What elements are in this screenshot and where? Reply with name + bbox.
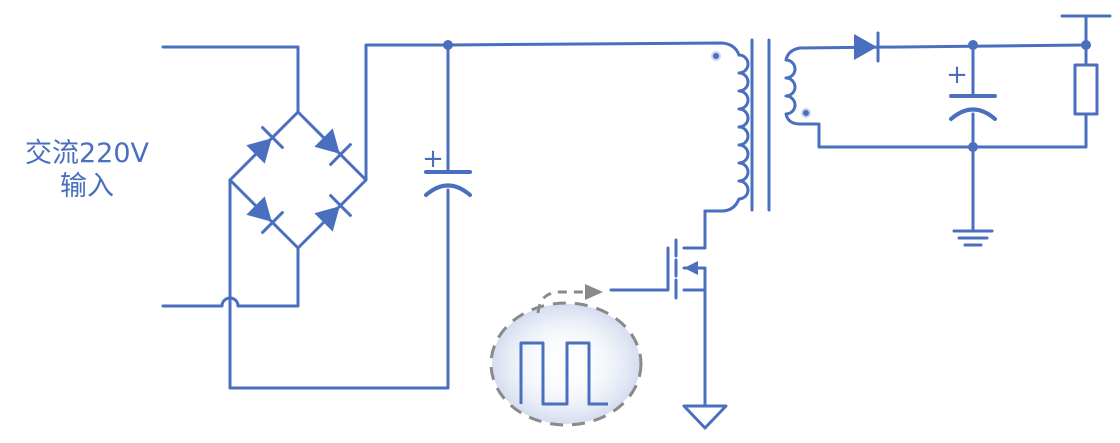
ac-input-label-line1: 交流220V — [24, 138, 149, 169]
output-capacitor: + — [946, 60, 997, 121]
junction-dot — [968, 40, 978, 50]
pwm-signal — [489, 284, 643, 427]
positive-rail-wire — [364, 43, 450, 182]
pwm-ellipse-outline — [489, 301, 643, 427]
ac-input-top-wire — [161, 45, 300, 114]
junction-dot — [968, 142, 978, 152]
secondary-polarity-dot — [801, 108, 811, 118]
diode-bottom-left — [246, 196, 284, 234]
pwm-waveform — [519, 341, 608, 406]
primary-ground — [682, 404, 728, 430]
secondary-return-wire — [798, 112, 1088, 149]
mosfet-arrow-icon — [684, 261, 698, 275]
diode-top-right — [314, 128, 352, 166]
transformer-core — [750, 38, 771, 212]
pwm-arrowhead-icon — [585, 284, 603, 300]
negative-rail-wire — [228, 178, 450, 390]
ac-input-label: 交流220V 输入 — [2, 137, 172, 203]
diode-top-left — [246, 126, 284, 164]
bridge-rectifier-frame — [228, 110, 368, 250]
secondary-winding — [784, 46, 802, 126]
load-resistor — [1073, 63, 1099, 116]
secondary-ground — [952, 229, 994, 247]
input-capacitor-plus: + — [422, 144, 444, 174]
output-capacitor-plus: + — [946, 60, 968, 90]
diode-bottom-right — [314, 194, 352, 232]
junction-dot — [443, 40, 453, 50]
ac-input-label-line2: 输入 — [60, 171, 114, 202]
primary-polarity-dot — [711, 51, 721, 61]
primary-feed-wire — [446, 41, 741, 57]
source-wire — [682, 266, 707, 408]
input-capacitor: + — [422, 144, 472, 197]
pwm-dashed-arrow-path — [536, 290, 586, 314]
bridge-diodes — [246, 126, 352, 234]
secondary-top-wire — [798, 43, 1088, 50]
output-diode — [854, 31, 880, 63]
gate-wire — [609, 246, 670, 292]
primary-winding — [703, 53, 750, 213]
junction-dot — [1081, 40, 1091, 50]
junction-dots — [443, 40, 1091, 152]
drain-wire — [682, 209, 707, 250]
